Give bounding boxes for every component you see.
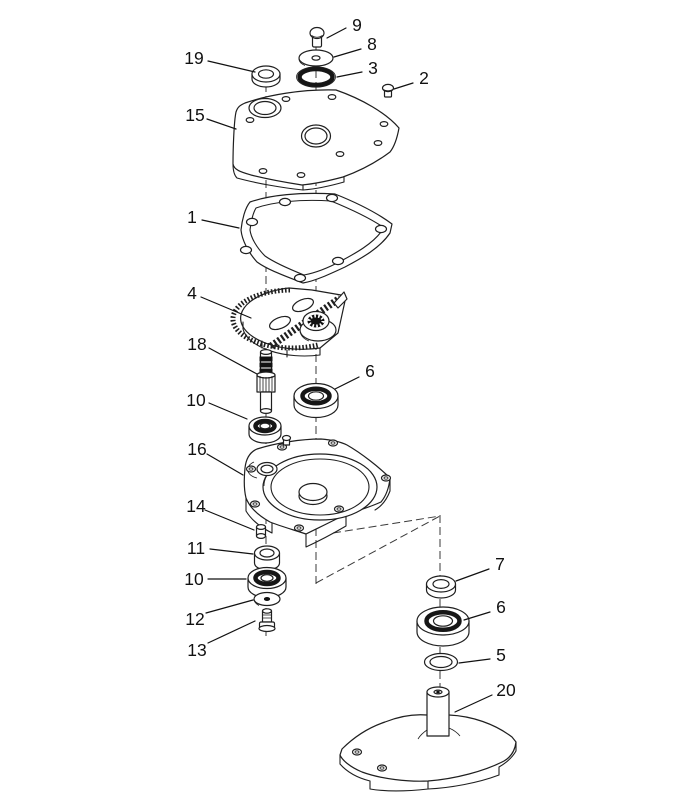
part-sector-gear-4 (230, 287, 348, 358)
leader-line (454, 694, 493, 713)
leader-line (208, 347, 258, 375)
callout-10-upper: 10 (186, 390, 248, 420)
part-gear-case-16 (243, 434, 392, 548)
callout-label-11: 11 (187, 538, 205, 558)
callout-label-13: 13 (187, 640, 206, 660)
leader-line (207, 60, 256, 73)
callout-9: 9 (326, 15, 362, 39)
part-bearing-6-lower (416, 606, 470, 647)
callout-5: 5 (458, 645, 506, 665)
part-washer-12 (253, 591, 281, 607)
callout-label-12: 12 (185, 609, 204, 629)
leader-line (201, 219, 240, 229)
leader-line (206, 453, 244, 476)
leader-line (208, 402, 248, 420)
callout-20: 20 (454, 680, 516, 713)
part-shift-arm-20 (339, 686, 517, 792)
leader-line (204, 509, 255, 531)
part-bolt-9 (309, 26, 325, 48)
callout-7: 7 (455, 554, 505, 582)
callout-label-15: 15 (185, 105, 204, 125)
callout-label-16: 16 (187, 439, 206, 459)
callout-label-3: 3 (368, 58, 378, 78)
leader-line (205, 599, 254, 614)
callout-1: 1 (187, 207, 240, 229)
part-bolt-13 (258, 608, 276, 633)
leader-line (458, 658, 491, 664)
callout-label-9: 9 (352, 15, 362, 35)
part-bushing-11 (253, 545, 281, 571)
callout-18: 18 (187, 334, 258, 375)
callout-label-7: 7 (495, 554, 505, 574)
callout-2: 2 (393, 68, 429, 90)
callout-label-2: 2 (419, 68, 429, 88)
leader-line (334, 376, 360, 390)
leader-line (326, 27, 347, 39)
callout-15: 15 (185, 105, 237, 130)
callout-19: 19 (184, 48, 256, 73)
callout-14: 14 (186, 496, 255, 531)
part-washer-8 (298, 49, 334, 67)
leader-line (333, 48, 362, 58)
callout-label-14: 14 (186, 496, 206, 516)
callout-label-6-lower: 6 (496, 597, 506, 617)
leader-line (455, 568, 490, 582)
part-bearing-6-upper (293, 382, 339, 419)
callout-label-6-upper: 6 (365, 361, 375, 381)
part-washer-5 (423, 652, 459, 672)
part-cover-plate-15 (232, 89, 400, 191)
callout-12: 12 (185, 599, 254, 629)
part-screw-2 (381, 83, 395, 98)
callout-label-1: 1 (187, 207, 197, 227)
leader-line (209, 548, 254, 555)
callout-label-10-lower: 10 (184, 569, 204, 589)
callout-6-lower: 6 (463, 597, 506, 621)
centerline-right-axis (315, 515, 441, 700)
callout-10-lower: 10 (184, 569, 247, 589)
part-pin-14 (255, 523, 267, 539)
callout-13: 13 (187, 620, 256, 660)
callout-label-19: 19 (184, 48, 203, 68)
leader-line (336, 71, 363, 78)
part-pinion-shaft-18 (256, 349, 276, 415)
part-bearing-10-upper (248, 416, 282, 444)
callout-11: 11 (187, 538, 254, 558)
callout-label-20: 20 (496, 680, 516, 700)
callout-16: 16 (187, 439, 244, 476)
callout-label-5: 5 (496, 645, 506, 665)
leader-line (393, 82, 414, 90)
callout-4: 4 (187, 283, 252, 319)
callout-label-8: 8 (367, 34, 377, 54)
callout-label-4: 4 (187, 283, 197, 303)
part-oring-3 (296, 66, 336, 88)
part-spacer-7 (425, 575, 457, 599)
callout-label-10-upper: 10 (186, 390, 206, 410)
leader-line (207, 620, 256, 644)
callout-label-18: 18 (187, 334, 206, 354)
leader-line (200, 296, 252, 319)
part-bushing-19 (251, 65, 281, 88)
leader-line (463, 611, 491, 621)
leader-line (206, 118, 237, 130)
callout-6-upper: 6 (334, 361, 375, 390)
part-gasket-1 (239, 192, 393, 284)
callout-8: 8 (333, 34, 377, 58)
callout-3: 3 (336, 58, 378, 78)
